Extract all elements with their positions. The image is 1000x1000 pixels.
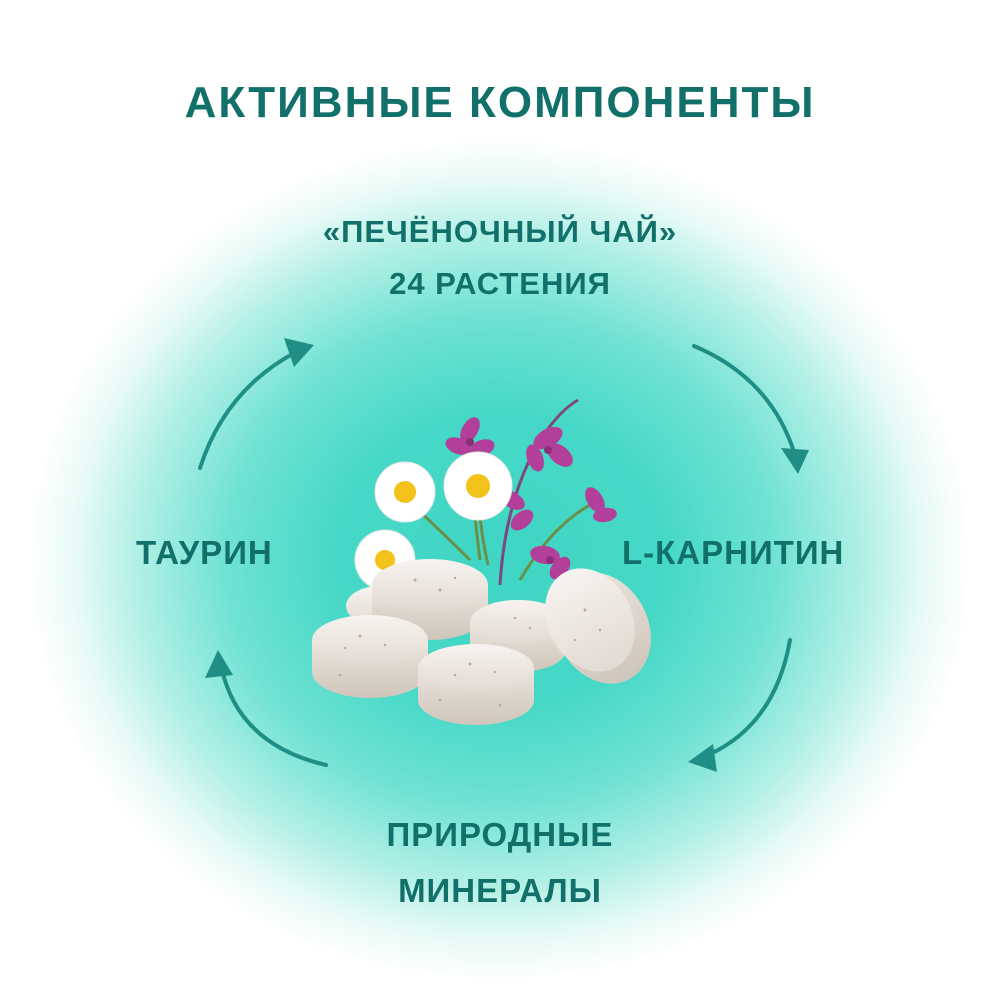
arrowhead-bottom-left-icon (205, 650, 233, 678)
arrow-top-left-icon (198, 350, 298, 470)
fireweed-flowers-icon (445, 398, 617, 586)
component-herbal-tea: «ПЕЧЁНОЧНЫЙ ЧАЙ» (322, 214, 678, 249)
tablets-icon (312, 559, 651, 725)
component-herbal-tea-subtitle: 24 РАСТЕНИЯ (389, 266, 611, 301)
arrow-bottom-left-icon (220, 668, 328, 767)
page-title: АКТИВНЫЕ КОМПОНЕНТЫ (184, 78, 816, 127)
arrowhead-top-right-icon (781, 448, 809, 474)
arrowhead-bottom-right-icon (688, 744, 717, 772)
component-l-carnitine: L-КАРНИТИН (622, 534, 845, 571)
arrowhead-top-left-icon (284, 338, 314, 367)
component-taurine: ТАУРИН (136, 534, 273, 571)
component-minerals: ПРИРОДНЫЕ (386, 816, 614, 853)
arrow-bottom-right-icon (706, 638, 792, 757)
component-minerals-subtitle: МИНЕРАЛЫ (398, 872, 602, 909)
arrow-top-right-icon (692, 344, 796, 454)
